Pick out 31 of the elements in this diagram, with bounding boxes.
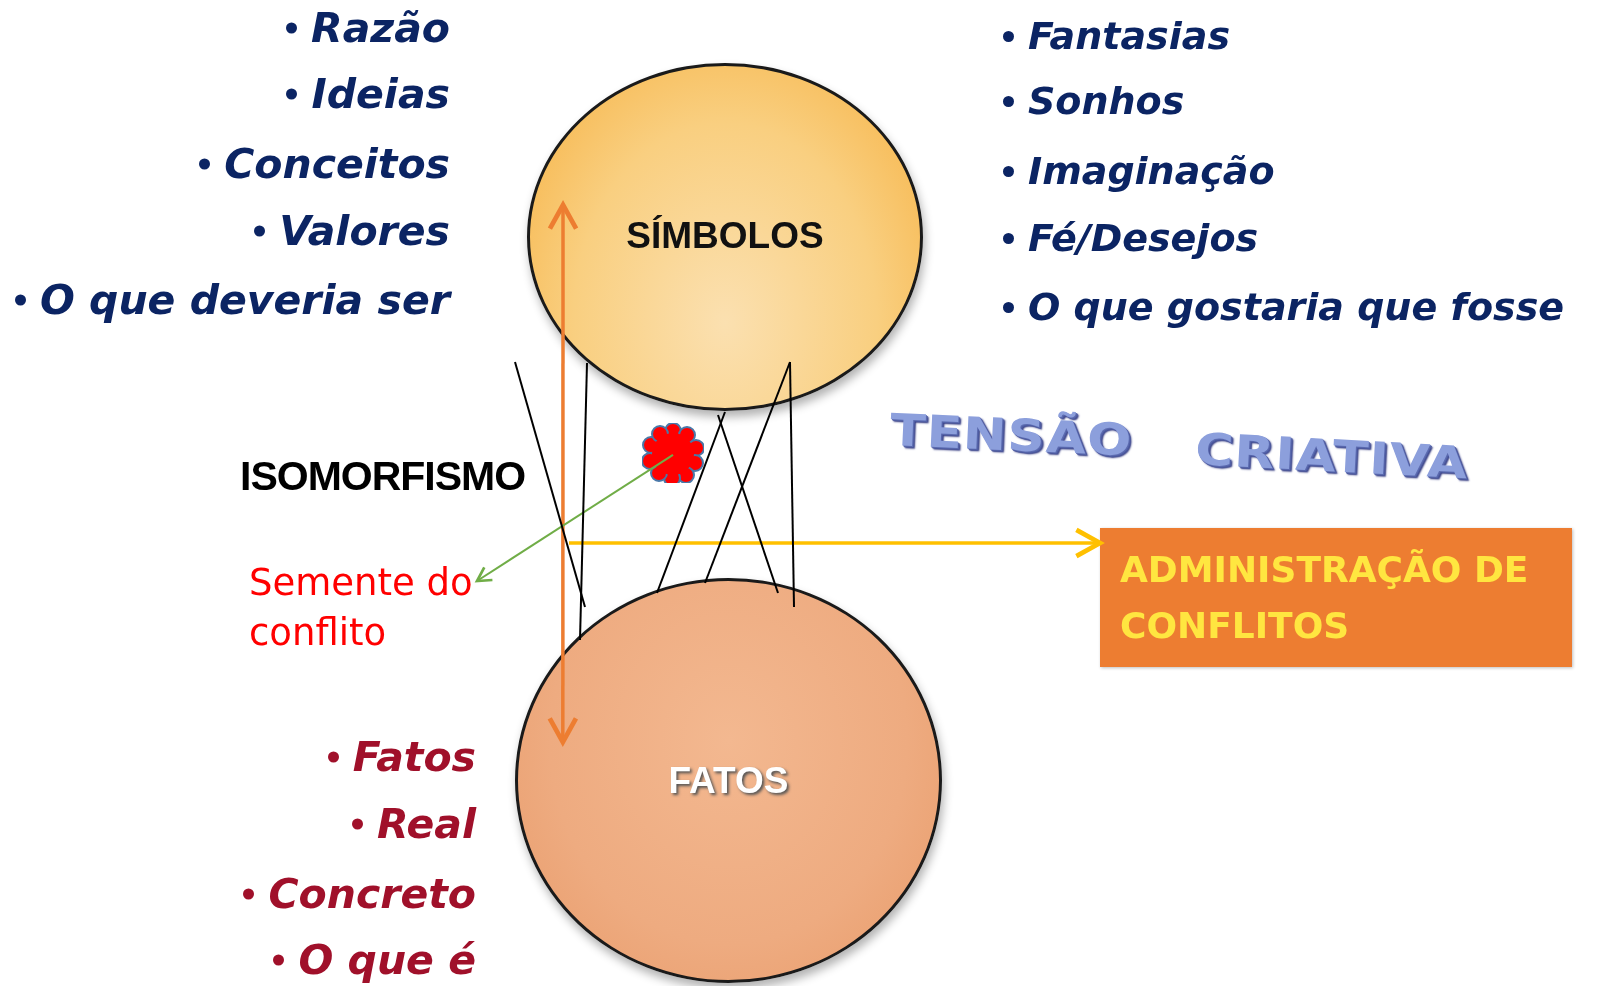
list-item: Fantasias bbox=[1028, 17, 1230, 55]
wordart-text: TENSÃO bbox=[889, 404, 1134, 466]
connector-line bbox=[514, 361, 586, 608]
list-item: Fatos bbox=[352, 736, 476, 778]
list-item: Fé/Desejos bbox=[1028, 219, 1259, 257]
process-box bbox=[1100, 528, 1572, 667]
connector-line bbox=[789, 361, 795, 608]
wordart-text: CRIATIVA bbox=[1193, 423, 1470, 489]
list-item: Sonhos bbox=[1028, 82, 1185, 120]
list-item: O que deveria ser bbox=[39, 279, 450, 321]
arrow bbox=[569, 527, 1103, 559]
connector-line bbox=[656, 411, 726, 594]
list-item: O que gostaria que fosse bbox=[1028, 288, 1565, 326]
connector-line bbox=[579, 362, 588, 641]
annotation-text: Semente do conflito bbox=[249, 560, 474, 656]
list-item: Valores bbox=[279, 210, 450, 252]
connector-line bbox=[717, 414, 779, 594]
list-item: Concreto bbox=[268, 873, 476, 915]
arrow bbox=[475, 453, 674, 583]
list-item: Imaginação bbox=[1028, 152, 1275, 190]
circle-label: FATOS bbox=[668, 759, 789, 802]
list-item: Conceitos bbox=[224, 143, 450, 185]
list-item: Real bbox=[376, 803, 476, 845]
list-item: Ideias bbox=[311, 73, 450, 115]
heading-text: ISOMORFISMO bbox=[240, 452, 526, 500]
box-label: ADMINISTRAÇÃO DE CONFLITOS bbox=[1120, 547, 1530, 648]
arrow bbox=[547, 202, 579, 745]
connector-line bbox=[704, 361, 791, 584]
list-item: O que é bbox=[298, 939, 476, 981]
list-item: Razão bbox=[311, 7, 450, 49]
circle-label: SÍMBOLOS bbox=[626, 215, 824, 257]
